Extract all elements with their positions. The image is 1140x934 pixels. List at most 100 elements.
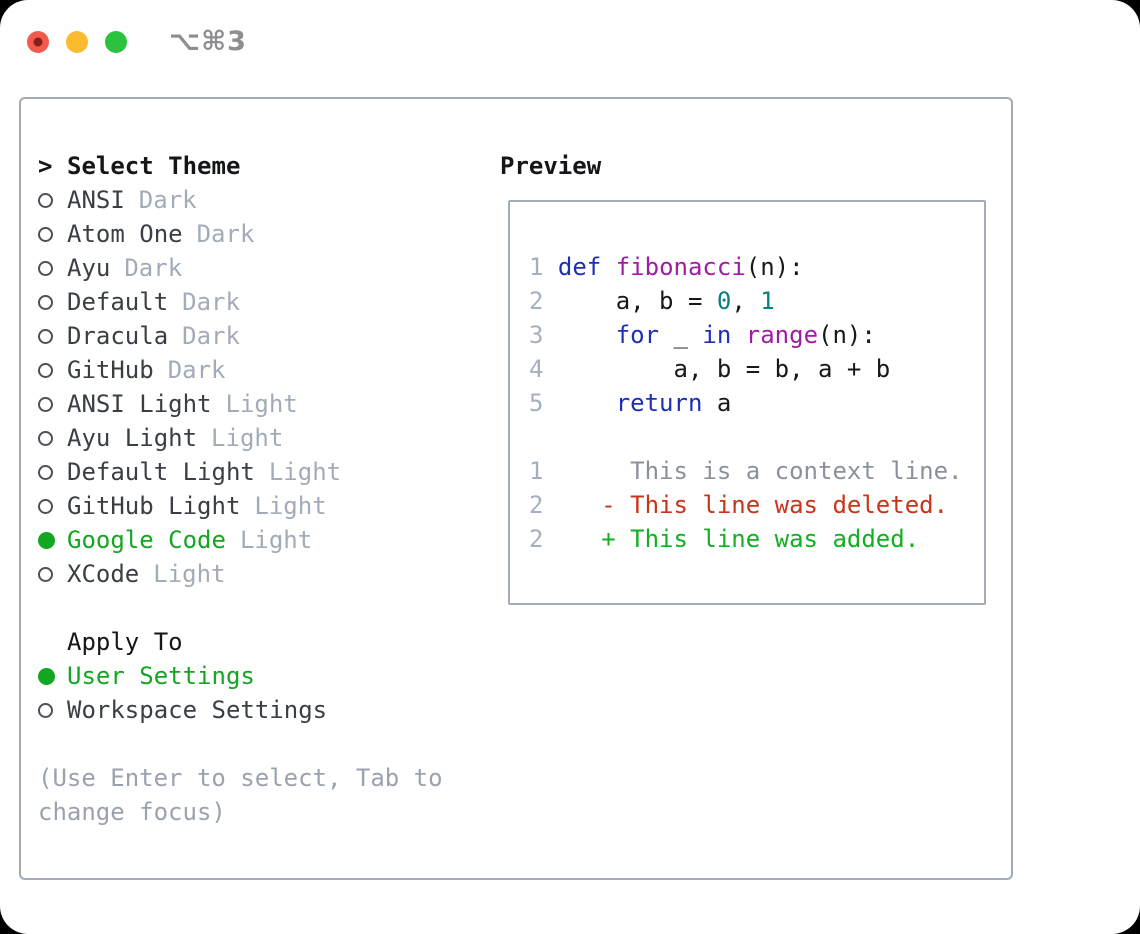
- line-number: 2: [529, 525, 558, 553]
- item-label: GitHub Light: [67, 492, 241, 520]
- item-variant: Dark: [196, 220, 255, 248]
- radio-icon: [38, 464, 67, 480]
- radio-icon: [38, 362, 67, 378]
- preview-title: Preview: [500, 152, 602, 180]
- radio-icon: [38, 430, 67, 446]
- line-number: 5: [529, 389, 558, 417]
- item-variant: Light: [268, 458, 342, 486]
- item-label: GitHub: [67, 356, 154, 384]
- item-label: Atom One: [67, 220, 183, 248]
- focus-cursor-icon: >: [38, 152, 53, 180]
- titlebar: ⌥⌘3: [27, 26, 247, 57]
- blank-line: [529, 420, 984, 454]
- line-number: 4: [529, 355, 558, 383]
- code-token: in: [702, 321, 732, 349]
- help-line: change focus): [38, 798, 226, 826]
- item-variant: Dark: [182, 288, 240, 316]
- apply-to-item[interactable]: Workspace Settings: [38, 693, 488, 727]
- item-variant: Light: [225, 390, 298, 418]
- code-line: 3 for _ in range(n):: [529, 318, 984, 352]
- line-number: 3: [529, 321, 558, 349]
- theme-list-item[interactable]: ANSI Light Light: [38, 387, 488, 421]
- theme-list-item[interactable]: Google Code Light: [38, 523, 488, 557]
- item-label: Workspace Settings: [67, 696, 328, 724]
- select-theme-header: > Select Theme: [38, 149, 488, 183]
- code-token: 1: [760, 287, 775, 315]
- code-line: 2 a, b = 0, 1: [529, 284, 984, 318]
- code-token: (n):: [818, 321, 876, 349]
- radio-icon: [38, 702, 67, 718]
- help-text: (Use Enter to select, Tab to change focu…: [38, 761, 488, 829]
- diff-deleted-line: 2 - This line was deleted.: [529, 488, 984, 522]
- select-theme-title: Select Theme: [67, 152, 241, 180]
- item-label: Ayu Light: [67, 424, 198, 452]
- radio-icon: [38, 498, 67, 514]
- code-token: [731, 321, 745, 349]
- theme-list-item[interactable]: Dracula Dark: [38, 319, 488, 353]
- theme-list-item[interactable]: GitHub Dark: [38, 353, 488, 387]
- item-variant: Light: [153, 560, 226, 588]
- theme-list-item[interactable]: ANSI Dark: [38, 183, 488, 217]
- code-token: for: [615, 321, 660, 349]
- code-token: (n):: [745, 253, 804, 281]
- theme-list-item[interactable]: XCode Light: [38, 557, 488, 591]
- radio-icon: [38, 396, 67, 412]
- radio-icon: [38, 192, 67, 208]
- item-label: ANSI: [67, 186, 125, 214]
- item-variant: Light: [239, 526, 313, 554]
- spacer: [38, 591, 488, 625]
- radio-icon: [38, 328, 67, 344]
- line-number: 1: [529, 457, 558, 485]
- apply-to-item[interactable]: User Settings: [38, 659, 488, 693]
- theme-list-item[interactable]: Default Light Light: [38, 455, 488, 489]
- code-token: fibonacci: [615, 253, 746, 281]
- diff-context-line: 1 This is a context line.: [529, 454, 984, 488]
- item-label: Dracula: [67, 322, 169, 350]
- item-label: Default Light: [67, 458, 255, 486]
- code-line: 5 return a: [529, 386, 984, 420]
- item-label: XCode: [67, 560, 140, 588]
- code-token: + This line was added.: [557, 525, 920, 553]
- apply-to-header: Apply To: [38, 625, 488, 659]
- code-token: This is a context line.: [557, 457, 963, 485]
- item-variant: Dark: [167, 356, 226, 384]
- item-variant: Dark: [124, 254, 183, 282]
- code-line: 4 a, b = b, a + b: [529, 352, 984, 386]
- radio-icon: [38, 226, 67, 242]
- line-number: 2: [529, 491, 558, 519]
- code-token: [601, 253, 615, 281]
- code-token: a, b =: [557, 287, 717, 315]
- diff-added-line: 2 + This line was added.: [529, 522, 984, 556]
- code-token: _: [659, 321, 703, 349]
- help-line: (Use Enter to select, Tab to: [38, 764, 443, 792]
- code-token: def: [557, 253, 602, 281]
- radio-icon: [38, 294, 67, 310]
- minimize-button[interactable]: [66, 30, 88, 53]
- item-label: User Settings: [67, 662, 255, 690]
- theme-list-item[interactable]: Atom One Dark: [38, 217, 488, 251]
- zoom-button[interactable]: [105, 30, 127, 53]
- code-token: ,: [731, 287, 761, 315]
- item-variant: Dark: [138, 186, 197, 214]
- code-token: return: [615, 389, 703, 417]
- radio-icon: [38, 260, 67, 276]
- code-token: range: [745, 321, 819, 349]
- close-button[interactable]: [27, 30, 49, 53]
- theme-list-item[interactable]: Ayu Light Light: [38, 421, 488, 455]
- close-dot-icon: [33, 37, 43, 46]
- item-label: ANSI Light: [67, 390, 212, 418]
- item-variant: Light: [211, 424, 284, 452]
- code-token: a, b = b, a + b: [557, 355, 891, 383]
- code-token: [558, 389, 616, 417]
- item-label: Google Code: [67, 526, 226, 554]
- code-token: [558, 321, 616, 349]
- line-number: 2: [529, 287, 558, 315]
- item-variant: Dark: [182, 322, 240, 350]
- preview-column: Preview: [500, 149, 1000, 183]
